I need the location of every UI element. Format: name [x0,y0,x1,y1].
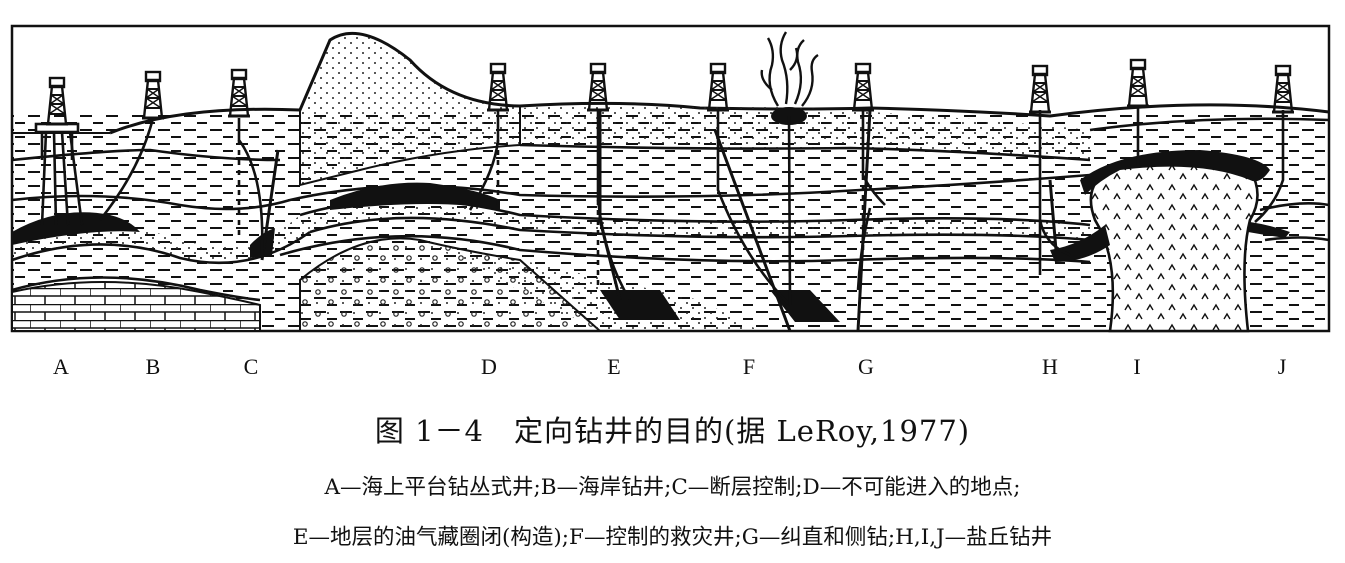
dotted-hill [299,32,521,187]
well-label-h: H [1042,354,1058,379]
well-label-e: E [607,354,621,379]
well-label-d: D [481,354,497,379]
legend-line-1: A—海上平台钻丛式井;B—海岸钻井;C—断层控制;D—不可能进入的地点; [324,475,1021,500]
well-label-i: I [1133,354,1141,379]
well-label-j: J [1277,354,1287,379]
well-label-c: C [243,354,259,379]
well-label-a: A [53,354,69,379]
sand-band-1 [520,104,1090,160]
well-label-b: B [145,354,161,379]
limestone-block [11,281,261,332]
well-label-g: G [858,354,874,379]
blowout-flame-icon [760,31,819,107]
figure-caption: 图 1－4 定向钻井的目的(据 LeRoy,1977) [374,414,971,448]
well-label-f: F [742,354,756,379]
legend-line-2: E—地层的油气藏圈闭(构造);F—控制的救灾井;G—纠直和侧钻;H,I,J—盐丘… [292,525,1053,550]
dotted-wedge [420,240,760,331]
